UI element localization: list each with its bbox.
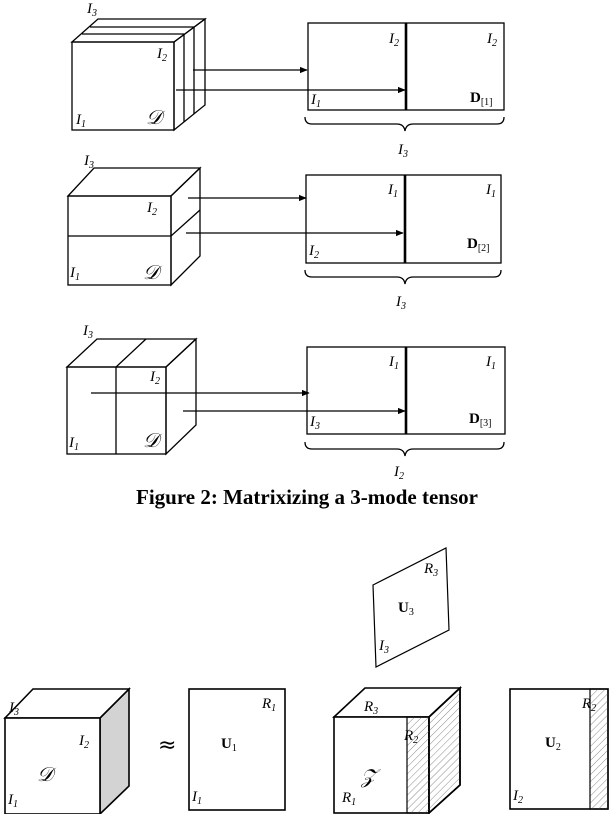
z-r1: R1 <box>341 790 356 808</box>
cube1-tensor-symbol: 𝒟 <box>146 105 166 129</box>
row3-brace-label: I2 <box>393 464 404 482</box>
z-symbol: 𝒵 <box>360 764 381 788</box>
tensor-cube-mode2: I3 I2 I1 𝒟 <box>66 153 202 287</box>
cube3-i3-label: I3 <box>82 323 93 341</box>
z-r3: R3 <box>363 699 378 717</box>
cube1-i2-label: I2 <box>156 46 167 64</box>
matrix1-right-i2: I2 <box>486 31 497 49</box>
u2-r2: R2 <box>581 696 596 714</box>
tensor-cube-mode1: I3 I2 I1 𝒟 <box>70 1 207 132</box>
cube-d-i3: I3 <box>8 700 19 718</box>
matrix-u3: R3 U3 I3 <box>372 547 450 668</box>
matrix-u2: R2 U2 I2 <box>509 688 609 810</box>
u3-label: U3 <box>398 600 414 618</box>
figure-caption: Figure 2: Matrixizing a 3-mode tensor <box>136 485 478 509</box>
row3-brace <box>304 441 505 457</box>
matrix-u1: R1 U1 I1 <box>188 688 286 811</box>
matrix-mode2: I1 I1 I2 D[2] <box>305 174 502 264</box>
matrix2-right-i1: I1 <box>485 182 496 200</box>
u1-label: U1 <box>221 736 237 754</box>
approx-symbol: ≈ <box>158 733 176 758</box>
u3-r3: R3 <box>423 561 438 579</box>
row2-brace-label: I3 <box>395 294 406 312</box>
tucker-decomposition: I3 I2 I1 𝒟 ≈ R1 U1 I1 R3 U3 I3 R3 <box>3 547 609 814</box>
cube-d-i2: I2 <box>78 733 89 751</box>
cube1-i3-label: I3 <box>86 1 97 19</box>
z-r2: R2 <box>403 728 418 746</box>
u1-i1: I1 <box>191 789 202 807</box>
row-mode2: I3 I2 I1 𝒟 I1 I1 I2 D[2] I3 <box>66 153 502 312</box>
tensor-d-cube: I3 I2 I1 𝒟 <box>3 687 131 814</box>
cube2-tensor-symbol: 𝒟 <box>143 260 163 284</box>
matrix3-right-i1: I1 <box>485 354 496 372</box>
matrix2-i2: I2 <box>308 243 319 261</box>
u2-label: U2 <box>545 735 561 753</box>
cube3-i2-label: I2 <box>149 369 160 387</box>
cube3-i1-label: I1 <box>68 435 79 453</box>
row-mode1: I3 I2 I1 𝒟 I2 I2 I1 D[1] I3 <box>70 1 505 160</box>
cube2-i1-label: I1 <box>69 265 80 283</box>
matrix3-d-label: D[3] <box>469 411 492 429</box>
u3-i3: I3 <box>378 638 389 656</box>
row1-brace <box>304 116 505 132</box>
matrix2-left-i1: I1 <box>387 182 398 200</box>
matrix1-i1: I1 <box>310 92 321 110</box>
matrix2-d-label: D[2] <box>467 236 490 254</box>
matrix-mode3: I1 I1 I3 D[3] <box>306 346 506 435</box>
row-mode3: I3 I2 I1 𝒟 I1 I1 I3 D[3] I2 <box>65 323 506 482</box>
matrix1-left-i2: I2 <box>388 31 399 49</box>
cube3-tensor-symbol: 𝒟 <box>143 428 163 452</box>
cube-d-symbol: 𝒟 <box>37 762 57 786</box>
cube-d-i1: I1 <box>7 792 18 810</box>
matrix3-i3: I3 <box>309 414 320 432</box>
core-tensor-z: R3 R2 R1 𝒵 <box>331 686 463 814</box>
cube2-i3-label: I3 <box>83 153 94 171</box>
matrix3-left-i1: I1 <box>388 354 399 372</box>
tensor-cube-mode3: I3 I2 I1 𝒟 <box>65 323 198 456</box>
matrix-mode1: I2 I2 I1 D[1] <box>307 22 505 111</box>
matrix1-d-label: D[1] <box>470 90 493 108</box>
row1-brace-label: I3 <box>397 142 408 160</box>
u2-i2: I2 <box>512 788 523 806</box>
row2-brace <box>304 269 502 285</box>
cube2-i2-label: I2 <box>146 200 157 218</box>
u1-r1: R1 <box>261 696 276 714</box>
cube1-i1-label: I1 <box>75 112 86 130</box>
